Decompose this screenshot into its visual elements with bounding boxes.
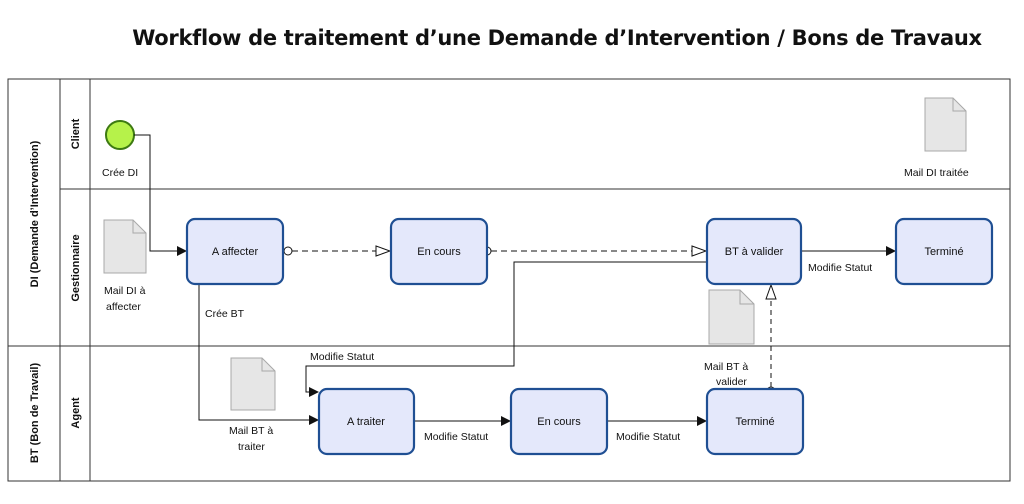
pool-di [7, 78, 1011, 347]
label-mail-bt-valider-1: Mail BT à [704, 361, 748, 373]
label-mail-bt-valider-2: valider [716, 376, 747, 388]
flow-a-affecter-to-a-traiter [198, 284, 319, 425]
task-bt-a-valider[interactable]: BT à valider [705, 217, 803, 286]
document-mail-bt-valider-icon [708, 289, 755, 345]
document-mail-di-traitee-icon [924, 97, 967, 152]
pool-bt [7, 345, 1011, 482]
diagram-title: Workflow de traitement d’une Demande d’I… [132, 26, 982, 50]
task-termine-di[interactable]: Terminé [894, 217, 994, 286]
task-bt-a-valider-label: BT à valider [725, 246, 784, 258]
task-en-cours-di-label: En cours [417, 246, 461, 258]
start-event [105, 120, 135, 150]
pool-label-bt: BT (Bon de Travail) [29, 363, 41, 464]
label-cree-bt: Crée BT [205, 308, 245, 320]
task-a-affecter[interactable]: A affecter [185, 217, 285, 286]
flow-bt-a-valider-to-a-traiter [305, 261, 706, 397]
label-modifie-statut-1: Modifie Statut [424, 431, 488, 443]
flow-start-to-a-affecter [134, 134, 187, 256]
document-mail-di-affecter-icon [103, 219, 147, 274]
pool-label-di: DI (Demande d’Intervention) [29, 140, 41, 287]
lane-label-gestionnaire: Gestionnaire [70, 234, 82, 301]
task-a-affecter-label: A affecter [212, 246, 259, 258]
lane-label-client: Client [70, 118, 82, 149]
label-mail-bt-traiter-2: traiter [238, 441, 265, 453]
task-termine-bt[interactable]: Terminé [705, 387, 805, 456]
label-modifie-statut-agent: Modifie Statut [310, 351, 374, 363]
task-en-cours-bt[interactable]: En cours [509, 387, 609, 456]
document-mail-bt-traiter-icon [230, 357, 276, 411]
label-cree-di: Crée DI [102, 167, 138, 179]
label-mail-bt-traiter-1: Mail BT à [229, 425, 273, 437]
label-mail-di-affecter-2: affecter [106, 301, 141, 313]
task-a-traiter-label: A traiter [347, 416, 385, 428]
task-a-traiter[interactable]: A traiter [317, 387, 416, 456]
label-modifie-statut-top: Modifie Statut [808, 262, 872, 274]
label-mail-di-traitee: Mail DI traitée [904, 167, 969, 179]
label-mail-di-affecter-1: Mail DI à [104, 285, 146, 297]
task-termine-di-label: Terminé [924, 246, 963, 258]
task-en-cours-di[interactable]: En cours [389, 217, 489, 286]
task-en-cours-bt-label: En cours [537, 416, 581, 428]
task-termine-bt-label: Terminé [735, 416, 774, 428]
label-modifie-statut-2: Modifie Statut [616, 431, 680, 443]
lane-label-agent: Agent [70, 397, 82, 429]
